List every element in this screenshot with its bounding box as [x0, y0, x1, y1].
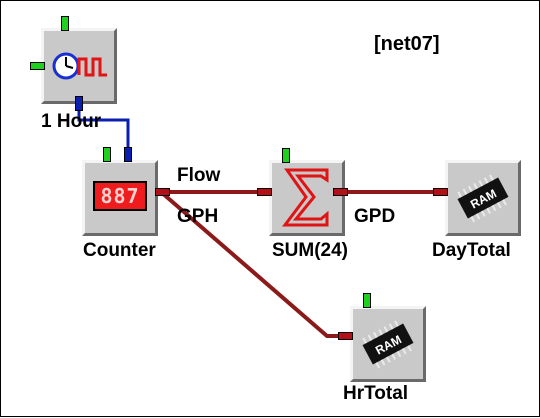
- sigma-icon: [282, 168, 329, 227]
- timer-output-pin[interactable]: [75, 96, 83, 111]
- net-label: [net07]: [374, 33, 440, 55]
- daytotal-input-pin[interactable]: [433, 188, 448, 196]
- timer-enable-pin[interactable]: [61, 16, 69, 31]
- daytotal-block[interactable]: RAM: [445, 160, 521, 236]
- counter-enable-pin[interactable]: [103, 147, 111, 162]
- hrtotal-label: HrTotal: [343, 383, 409, 404]
- sum-enable-pin[interactable]: [282, 148, 290, 163]
- clock-pulse-icon: [52, 52, 107, 80]
- sum-input-pin[interactable]: [257, 188, 272, 196]
- gph-wire-label: GPH: [177, 206, 219, 227]
- hrtotal-input-pin[interactable]: [338, 332, 353, 340]
- counter-clock-pin[interactable]: [124, 147, 132, 162]
- timer-input-pin[interactable]: [30, 62, 45, 70]
- ram-chip-icon: RAM: [362, 320, 414, 369]
- sum-output-pin[interactable]: [333, 188, 348, 196]
- counter-output-pin[interactable]: [155, 188, 170, 196]
- timer-label: 1 Hour: [41, 111, 102, 132]
- sum-label: SUM(24): [272, 240, 349, 261]
- gpd-wire-label: GPD: [354, 206, 396, 227]
- clock-wire[interactable]: [77, 104, 130, 153]
- hrtotal-block[interactable]: RAM: [350, 306, 426, 382]
- led-display-icon: 887: [93, 181, 147, 211]
- counter-block[interactable]: 887: [82, 160, 158, 236]
- daytotal-label: DayTotal: [432, 240, 511, 261]
- hrtotal-enable-pin[interactable]: [363, 293, 371, 308]
- gph-wire[interactable]: [159, 190, 341, 338]
- flow-wire-label: Flow: [177, 165, 221, 186]
- sum-block[interactable]: [269, 160, 345, 236]
- counter-label: Counter: [83, 240, 156, 261]
- timer-block[interactable]: [41, 28, 117, 104]
- ram-chip-icon: RAM: [457, 174, 509, 223]
